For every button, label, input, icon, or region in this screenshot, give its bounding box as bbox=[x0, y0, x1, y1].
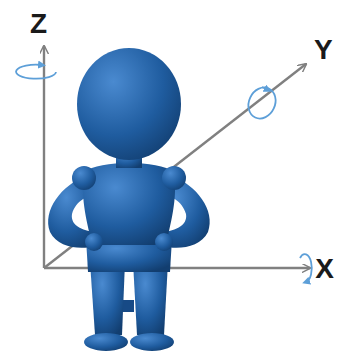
axes bbox=[44, 46, 310, 268]
right-shoulder bbox=[162, 166, 186, 190]
x-axis bbox=[44, 267, 310, 269]
axis-label: X bbox=[315, 255, 334, 283]
right-leg bbox=[133, 262, 168, 335]
left-leg bbox=[90, 262, 125, 335]
person-figure bbox=[48, 48, 210, 351]
left-shoulder bbox=[72, 166, 96, 190]
axis-label: Z bbox=[30, 10, 47, 38]
right-foot bbox=[130, 333, 174, 351]
torso bbox=[83, 163, 175, 245]
head bbox=[77, 48, 181, 160]
x-rotation bbox=[300, 254, 312, 282]
left-hand bbox=[85, 233, 103, 251]
y-rotation bbox=[243, 83, 280, 123]
axis-label: Y bbox=[314, 36, 333, 64]
left-foot bbox=[84, 333, 128, 351]
y-rotation-head bbox=[262, 87, 268, 90]
right-hand bbox=[155, 233, 173, 251]
z-rotation bbox=[16, 65, 56, 79]
z-axis bbox=[43, 46, 45, 268]
